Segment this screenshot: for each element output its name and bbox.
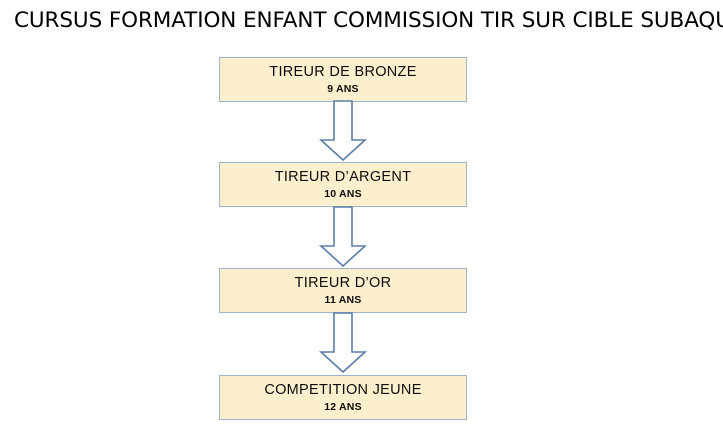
flow-node-competition-jeune[interactable]: COMPETITION JEUNE 12 ANS bbox=[219, 375, 467, 420]
flow-node-title: TIREUR D’ARGENT bbox=[274, 168, 412, 185]
flow-node-subtitle: 9 ANS bbox=[327, 82, 359, 95]
flow-node-tireur-d-argent[interactable]: TIREUR D’ARGENT 10 ANS bbox=[219, 162, 467, 207]
down-arrow-icon bbox=[318, 100, 368, 162]
flow-node-tireur-de-bronze[interactable]: TIREUR DE BRONZE 9 ANS bbox=[219, 57, 467, 102]
down-arrow-glyph bbox=[318, 312, 368, 374]
flow-node-subtitle: 12 ANS bbox=[324, 400, 362, 413]
down-arrow-glyph bbox=[318, 100, 368, 162]
down-arrow-glyph bbox=[318, 206, 368, 268]
down-arrow-icon bbox=[318, 312, 368, 374]
flow-node-title: COMPETITION JEUNE bbox=[264, 381, 422, 398]
flow-node-subtitle: 11 ANS bbox=[324, 293, 362, 306]
flow-node-subtitle: 10 ANS bbox=[324, 187, 362, 200]
down-arrow-icon bbox=[318, 206, 368, 268]
page-title: CURSUS FORMATION ENFANT COMMISSION TIR S… bbox=[14, 8, 723, 33]
flow-node-tireur-d-or[interactable]: TIREUR D’OR 11 ANS bbox=[219, 268, 467, 313]
flow-node-title: TIREUR DE BRONZE bbox=[269, 63, 417, 80]
flow-node-title: TIREUR D’OR bbox=[294, 274, 392, 291]
